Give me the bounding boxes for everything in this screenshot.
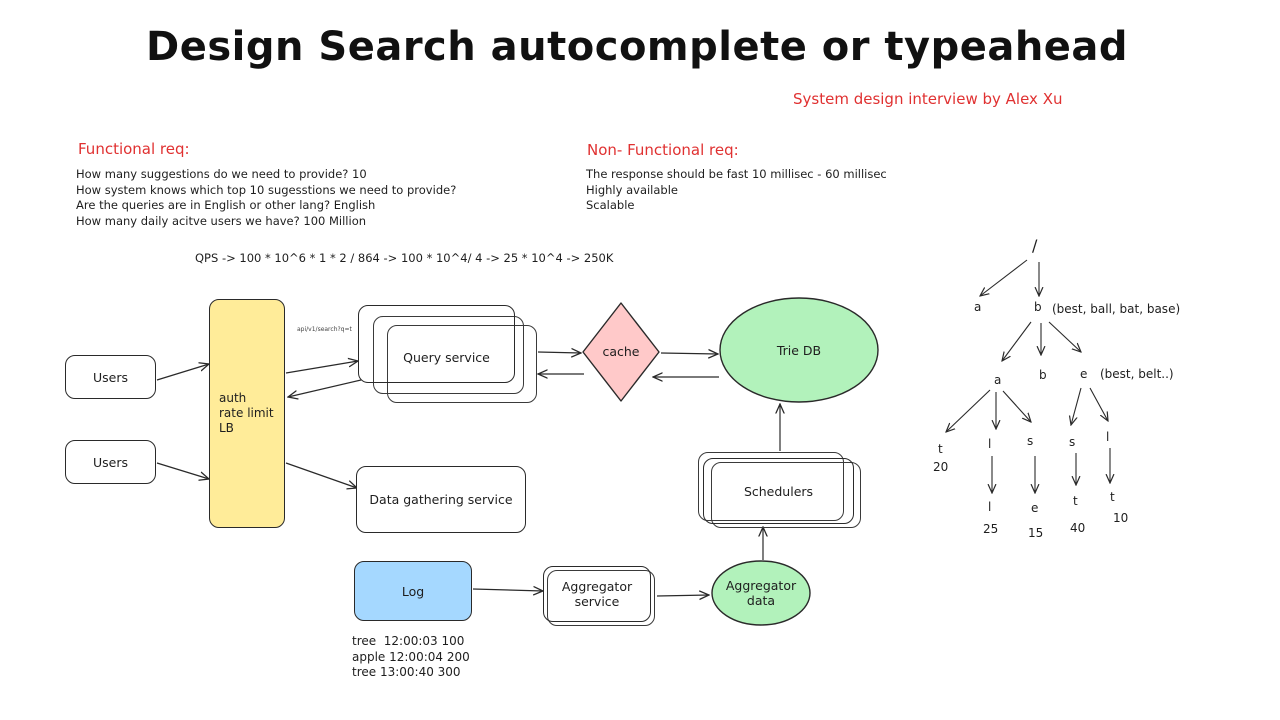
trie-count: 40	[1070, 521, 1086, 535]
query-service: Query service	[358, 305, 515, 383]
arrow-lb-datagathering	[285, 462, 357, 488]
non-functional-heading: Non- Functional req:	[587, 141, 739, 159]
trie-node: e	[1080, 367, 1088, 381]
qps-calculation: QPS -> 100 * 10^6 * 1 * 2 / 864 -> 100 *…	[195, 251, 614, 265]
functional-item: How many daily acitve users we have? 100…	[76, 213, 367, 228]
trie-node: s	[1027, 434, 1034, 448]
trie-root: /	[1032, 236, 1038, 255]
trie-node: a	[974, 300, 982, 314]
non-functional-list: The response should be fast 10 millisec …	[586, 167, 887, 214]
trie-node: l	[988, 500, 992, 514]
trie-node: t	[1073, 494, 1078, 508]
query-service-shadow	[387, 325, 537, 403]
trie-count: 20	[933, 460, 949, 474]
auth-rate-limit-lb: auth rate limit LB	[209, 299, 285, 528]
schedulers-shadow	[711, 462, 861, 528]
trie-node: b	[1039, 368, 1047, 382]
arrow-lb-query	[285, 361, 358, 374]
functional-item: How many suggestions do we need to provi…	[76, 167, 367, 181]
trie-node: l	[988, 437, 992, 451]
cache-label: cache	[602, 344, 639, 359]
users-box: Users	[65, 440, 156, 484]
trie-node: e	[1031, 501, 1039, 515]
trie-edge	[1071, 387, 1082, 425]
non-functional-item: The response should be fast 10 millisec …	[586, 167, 887, 181]
lb-label: auth rate limit LB	[219, 391, 274, 435]
arrow-cache-trie	[660, 353, 718, 354]
schedulers-shadow	[698, 452, 844, 521]
trie-count: 25	[983, 522, 999, 536]
trie-node-list: (best, belt..)	[1100, 367, 1174, 381]
users-box: Users	[65, 355, 156, 399]
trie-db-ellipse	[719, 297, 879, 403]
non-functional-item: Highly available	[586, 182, 678, 197]
trie-node: t	[1110, 490, 1115, 504]
trie-edge	[946, 389, 991, 432]
page-subtitle: System design interview by Alex Xu	[793, 90, 1063, 108]
trie-count: 10	[1113, 511, 1129, 525]
aggregator-data-label: Aggregator data	[725, 578, 797, 608]
arrow-users1-lb	[156, 364, 209, 381]
trie-edge	[980, 259, 1028, 296]
trie-edge	[1002, 390, 1031, 422]
trie-node: b	[1034, 300, 1042, 314]
arrow-aggservice-aggdata	[656, 595, 709, 596]
log-entries: tree 12:00:03 100 apple 12:00:04 200 tre…	[352, 634, 470, 679]
functional-list: How many suggestions do we need to provi…	[76, 167, 456, 229]
cache-diamond	[582, 302, 660, 402]
functional-heading: Functional req:	[78, 140, 190, 158]
trie-db-label: Trie DB	[776, 343, 821, 358]
functional-item: How system knows which top 10 sugesstion…	[76, 182, 457, 197]
trie-edge	[1002, 321, 1032, 361]
trie-node: l	[1106, 430, 1110, 444]
arrow-users2-lb	[156, 462, 209, 479]
trie-node: a	[994, 373, 1002, 387]
arrow-query-lb	[288, 379, 362, 397]
aggregator-service: Aggregator service	[543, 566, 651, 622]
trie-node: s	[1069, 435, 1076, 449]
page-title: Design Search autocomplete or typeahead	[146, 24, 1129, 70]
query-service-shadow	[373, 316, 524, 394]
arrow-log-aggservice	[472, 589, 543, 591]
trie-edge	[1048, 321, 1081, 352]
trie-edge	[1089, 387, 1108, 421]
api-endpoint-label: api/v1/search?q=t	[297, 326, 352, 333]
aggregator-service-shadow	[547, 570, 655, 626]
trie-node-list: (best, ball, bat, base)	[1052, 302, 1181, 316]
log-box: Log	[354, 561, 472, 621]
query-service-label: Query service	[403, 349, 490, 365]
trie-node: t	[938, 442, 943, 456]
functional-item: Are the queries are in English or other …	[76, 198, 376, 212]
arrow-query-cache	[537, 352, 581, 353]
schedulers: Schedulers	[703, 458, 854, 524]
data-gathering-service: Data gathering service	[356, 466, 526, 533]
aggregator-data-ellipse	[711, 560, 811, 626]
non-functional-item: Scalable	[586, 198, 635, 212]
trie-count: 15	[1028, 526, 1044, 540]
